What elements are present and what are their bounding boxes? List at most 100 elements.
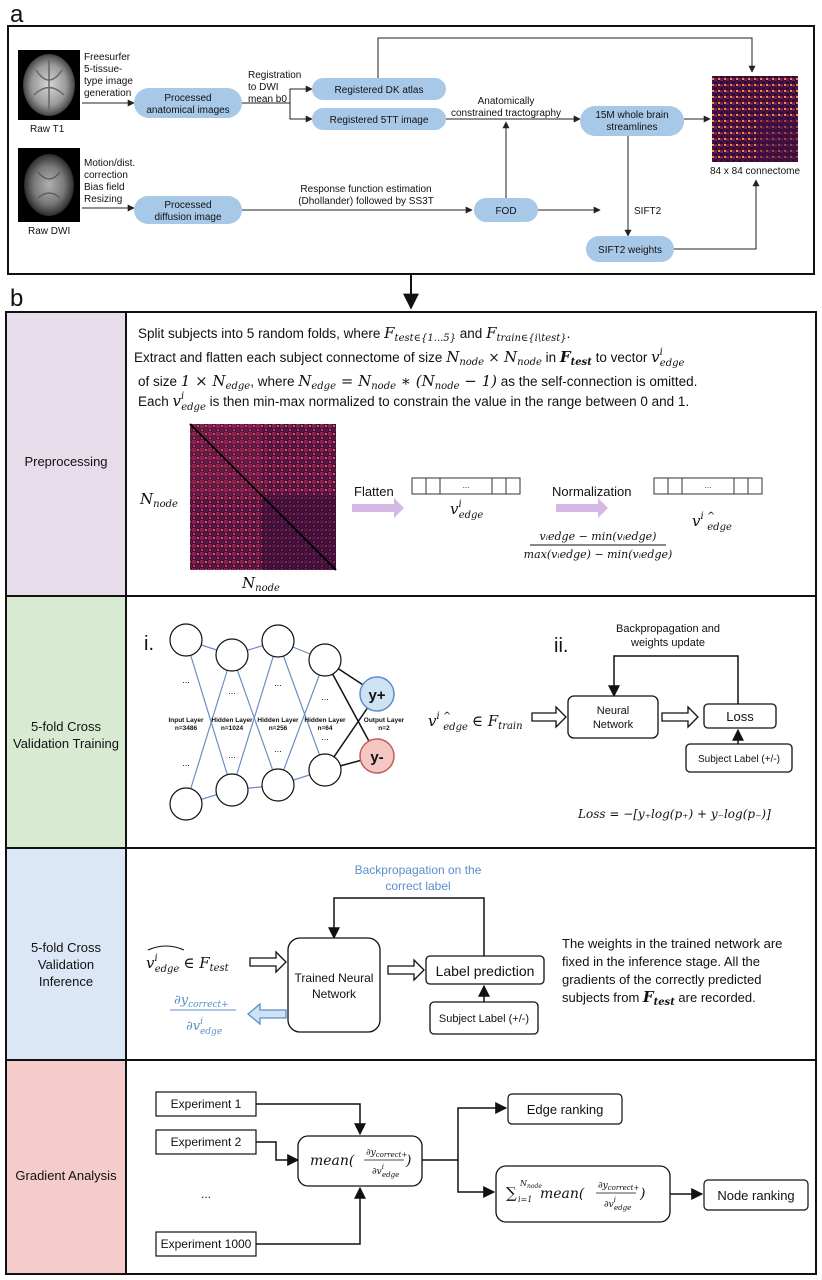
label-prediction: Label prediction (436, 963, 535, 979)
svg-text:of size 1 × Nedge, where Nedge: of size 1 × Nedge, where Nedge = Nnode ∗… (138, 372, 697, 392)
label-prediction-box (425, 955, 545, 985)
svg-text:...: ... (228, 686, 236, 696)
trained-nn-label-1: Trained Neural (295, 971, 374, 985)
registered-dk-pill (312, 78, 446, 100)
neural-network-box (567, 695, 659, 739)
motion-text: Motion/dist. correction Bias field Resiz… (84, 158, 135, 205)
edge-ranking-label: Edge ranking (527, 1102, 604, 1117)
preprocessing-line-3: of size 1 × Nedge, where Nedge = Nnode ∗… (138, 372, 697, 392)
svg-text:Response function estimation: Response function estimation (300, 184, 431, 195)
svg-text:n=256: n=256 (269, 725, 288, 732)
svg-text:fixed in the inference stage.: fixed in the inference stage. All the (562, 954, 760, 969)
training-hollow-arrow-1 (531, 705, 567, 729)
svg-text:...: ... (321, 732, 329, 742)
training-subject-label: Subject Label (+/-) (698, 754, 780, 765)
roman-i: i. (144, 633, 154, 655)
svg-text:Extract and flatten each subje: Extract and flatten each subject connect… (134, 347, 685, 369)
mean-box (297, 1135, 423, 1187)
streamlines-label-2: streamlines (606, 122, 657, 133)
section-preprocessing-box (5, 311, 127, 597)
connectome-label: 84 x 84 connectome (710, 166, 800, 177)
raw-t1-image (18, 50, 80, 120)
svg-text:to DWI: to DWI (248, 82, 279, 93)
panel-b-letter: b (10, 285, 23, 312)
loss-label: Loss (726, 709, 754, 724)
svg-text:constrained tractography: constrained tractography (451, 108, 561, 119)
svg-text:∂ycorrect+: ∂ycorrect+ (366, 1148, 407, 1159)
inference-backprop-2: correct label (385, 879, 450, 893)
sift2-weights-label: SIFT2 weights (598, 245, 662, 256)
raw-dwi-label: Raw DWI (28, 226, 70, 237)
panel-a-frame (7, 25, 815, 275)
svg-text:Nnode: Nnode (519, 1179, 542, 1190)
edge-ranking-box (507, 1093, 623, 1125)
svg-text:mean(: mean( (310, 1153, 355, 1169)
formula-denominator: max(vᵢedge) − min(vᵢedge) (524, 548, 673, 561)
svg-text:...: ... (274, 744, 282, 754)
svg-text:gradients of the correctly pre: gradients of the correctly predicted (562, 972, 761, 987)
freesurfer-text: Freesurfer 5-tissue- type image generati… (84, 52, 133, 99)
svg-text:): ) (405, 1153, 411, 1169)
section-label-inference-1: 5-fold Cross (31, 940, 102, 955)
n-node-left: Nnode (139, 490, 178, 510)
section-label-training-1: 5-fold Cross (31, 719, 102, 734)
inference-backprop-1: Backpropagation on the (355, 863, 482, 877)
output-neuron-minus (359, 738, 395, 774)
svg-text:Hidden Layer: Hidden Layer (304, 717, 346, 724)
training-content-box (125, 595, 817, 849)
loss-box (703, 703, 777, 729)
node-ranking-label: Node ranking (717, 1188, 794, 1203)
flatten-arrow (352, 498, 404, 518)
raw-t1-label: Raw T1 (30, 124, 65, 135)
experiment-1000-box (155, 1231, 257, 1257)
flatten-label: Flatten (354, 484, 394, 499)
processed-anatomical-label-2: anatomical images (146, 105, 229, 116)
inference-subject-label-box (429, 1001, 539, 1035)
svg-text:∂ycorrect+: ∂ycorrect+ (598, 1181, 639, 1192)
section-inference-box (5, 847, 127, 1061)
svg-text:Motion/dist.: Motion/dist. (84, 158, 135, 169)
experiment-2-label: Experiment 2 (171, 1135, 242, 1149)
trained-nn-label-2: Network (312, 987, 357, 1001)
vector-normalized-label: vi ^edge (692, 511, 732, 533)
experiment-dots: ... (201, 1187, 211, 1201)
svg-text:∂viedge: ∂viedge (372, 1163, 399, 1179)
inference-subject-label: Subject Label (+/-) (439, 1013, 529, 1025)
normalization-label: Normalization (552, 484, 631, 499)
registered-dk-label: Registered DK atlas (335, 85, 424, 96)
section-gradient-box (5, 1059, 127, 1275)
training-subject-label-box (685, 743, 793, 773)
vector-normalized-dots: ... (705, 481, 712, 490)
svg-text:): ) (639, 1186, 645, 1202)
svg-text:generation: generation (84, 88, 131, 99)
panel-a-letter: a (10, 1, 24, 28)
connectome-matrix-large (189, 423, 337, 571)
svg-text:Input Layer: Input Layer (168, 717, 204, 724)
training-backprop-2: weights update (630, 637, 705, 649)
svg-text:∂viedge: ∂viedge (604, 1196, 631, 1212)
svg-text:...: ... (182, 675, 190, 685)
preprocessing-line-1: Split subjects into 5 random folds, wher… (138, 324, 570, 344)
svg-text:n=64: n=64 (318, 725, 333, 732)
vector-edge-normalized (653, 477, 763, 495)
processed-diffusion-label-2: diffusion image (154, 212, 222, 223)
section-label-gradient: Gradient Analysis (15, 1168, 117, 1183)
registration-text: Registration to DWI mean b0 (248, 70, 301, 105)
gradient-blue-arrow (246, 1002, 287, 1026)
streamlines-label-1: 15M whole brain (595, 110, 668, 121)
neural-network-label-2: Network (593, 719, 634, 731)
inference-description: The weights in the trained network are f… (562, 936, 782, 1008)
svg-text:The weights in the trained net: The weights in the trained network are (562, 936, 782, 951)
svg-text:Each viedge is then min-max no: Each viedge is then min-max normalized t… (138, 391, 689, 413)
svg-text:mean(: mean( (540, 1186, 585, 1202)
registered-5tt-pill (312, 108, 446, 130)
nn-neurons (169, 623, 342, 821)
roman-ii: ii. (554, 635, 568, 657)
node-ranking-box (703, 1179, 809, 1211)
section-label-training-2: Validation Training (13, 736, 119, 751)
experiment-1000-label: Experiment 1000 (161, 1237, 252, 1251)
